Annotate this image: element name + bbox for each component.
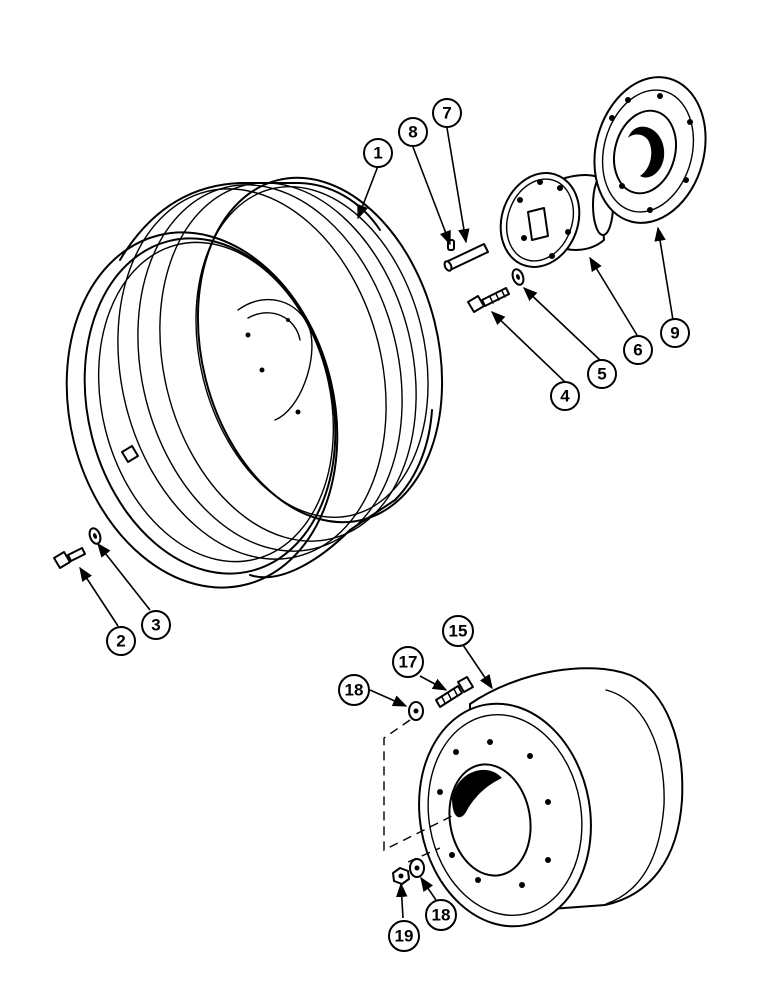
callout-label: 18 <box>345 681 364 700</box>
callout-3: 3 <box>141 610 171 640</box>
hub-plate-part-9 <box>593 76 707 224</box>
callout-label: 5 <box>597 365 606 384</box>
wheel-weight-part-15 <box>418 667 684 928</box>
callout-2: 2 <box>106 626 136 656</box>
callout-label: 15 <box>449 622 468 641</box>
nut-part-19 <box>392 867 410 885</box>
callout-label: 4 <box>560 387 570 406</box>
callout-label: 6 <box>633 341 642 360</box>
callout-18-upper: 18 <box>338 674 370 706</box>
callout-1: 1 <box>363 138 393 168</box>
nut-part-18-lower <box>409 858 425 878</box>
washer-part-3 <box>88 527 102 545</box>
hub-part-6 <box>499 172 614 268</box>
callout-label: 7 <box>442 104 451 123</box>
bolt-part-4 <box>467 287 510 313</box>
nut-part-18-upper <box>408 701 424 721</box>
callout-label: 19 <box>395 927 414 946</box>
callout-label: 3 <box>151 616 160 635</box>
leader-lines <box>79 127 674 919</box>
callout-5: 5 <box>587 359 617 389</box>
callout-label: 18 <box>432 906 451 925</box>
callout-4: 4 <box>550 381 580 411</box>
pin-part-7 <box>443 243 489 272</box>
callout-label: 17 <box>399 653 418 672</box>
assembly-dashed-line <box>383 719 461 852</box>
wheel-rim <box>65 176 444 589</box>
callout-label: 1 <box>373 144 382 163</box>
callout-9: 9 <box>660 318 690 348</box>
bolt-part-2 <box>53 547 86 569</box>
bolt-part-17 <box>435 676 474 708</box>
callout-7: 7 <box>432 98 462 128</box>
callout-label: 8 <box>408 123 417 142</box>
callout-label: 9 <box>670 324 679 343</box>
callout-18-lower: 18 <box>425 899 457 931</box>
callout-19: 19 <box>388 920 420 952</box>
callout-15: 15 <box>442 615 474 647</box>
callout-17: 17 <box>392 646 424 678</box>
washer-part-5 <box>511 268 525 286</box>
callout-6: 6 <box>623 335 653 365</box>
callout-8: 8 <box>398 117 428 147</box>
callout-label: 2 <box>116 632 125 651</box>
